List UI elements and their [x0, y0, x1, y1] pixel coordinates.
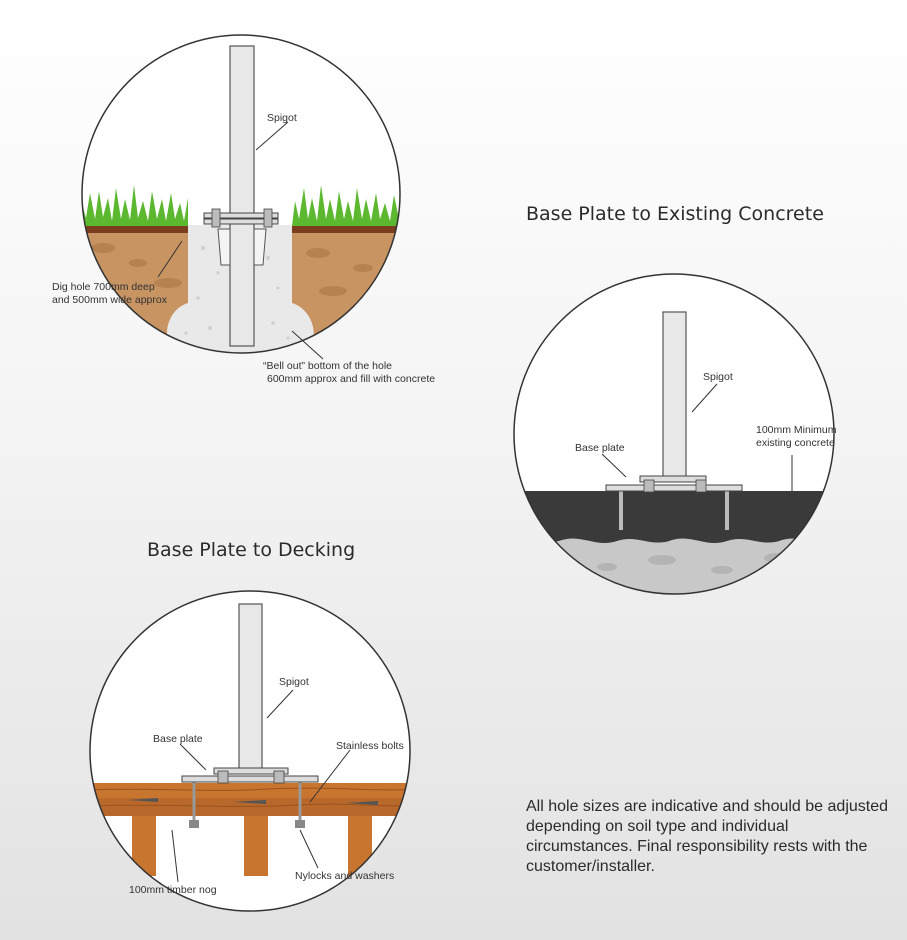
existing-concrete-slab — [514, 491, 834, 541]
label-nylocks: Nylocks and washers — [295, 870, 394, 882]
spigot-leader — [266, 689, 294, 719]
nut-left — [217, 770, 229, 784]
concrete-texture — [184, 246, 290, 340]
nylock-right — [295, 820, 305, 828]
topsoil-right — [292, 225, 400, 233]
label-spigot: Spigot — [267, 112, 297, 124]
nylocks-leader — [299, 829, 319, 869]
base-plate-leader — [601, 453, 627, 478]
label-min-line1: 100mm Minimum — [756, 424, 837, 436]
label-dig-line2: and 500mm wide approx — [52, 294, 168, 306]
decking-svg: Spigot Base plate Stainless bolts Nylock… — [89, 590, 411, 912]
wood-grain — [90, 787, 410, 807]
anchor-sleeve-right — [253, 228, 267, 266]
base-plate-top — [203, 212, 279, 219]
disclaimer-note: All hole sizes are indicative and should… — [526, 798, 889, 875]
concrete-svg: Spigot Base plate 100mm Minimum existing… — [513, 273, 837, 595]
base-plate-leader — [179, 743, 207, 771]
screws — [128, 798, 378, 805]
base-plate-lower — [605, 484, 743, 492]
base-plate-lower — [181, 775, 319, 783]
label-stainless-bolts: Stainless bolts — [336, 740, 404, 752]
circle-outline — [81, 34, 401, 354]
spigot-leader — [255, 121, 289, 151]
concrete-diagram: Spigot Base plate 100mm Minimum existing… — [512, 272, 837, 602]
joist — [90, 798, 410, 816]
in-ground-diagram: Spigot Dig hole 700mm deep and 500mm wid… — [52, 33, 435, 385]
nylock-left — [189, 820, 199, 828]
nog-leader — [171, 829, 179, 883]
label-spigot: Spigot — [703, 371, 733, 383]
nut-right — [273, 770, 285, 784]
base-plate-upper — [213, 767, 289, 775]
timber-nog-left — [132, 816, 156, 876]
dig-leader — [157, 240, 183, 278]
spigot-post — [238, 603, 263, 773]
spigot-post — [662, 311, 687, 481]
decking-heading: Base Plate to Decking — [147, 539, 356, 561]
label-dig-line1: Dig hole 700mm deep — [52, 281, 155, 293]
spigot-post — [229, 45, 255, 347]
deck-board — [90, 783, 410, 798]
slab-edge — [514, 534, 834, 544]
label-spigot: Spigot — [279, 676, 309, 688]
circle-outline — [513, 273, 835, 595]
decking-diagram: Spigot Base plate Stainless bolts Nylock… — [88, 590, 416, 915]
nut-left — [643, 479, 655, 493]
timber-nog-middle — [244, 816, 268, 876]
concrete-heading: Base Plate to Existing Concrete — [526, 203, 824, 225]
label-base-plate: Base plate — [575, 442, 625, 454]
label-bell-line2: 600mm approx and fill with concrete — [267, 373, 435, 385]
anchor-sleeve-left — [217, 228, 231, 266]
nut-right — [695, 479, 707, 493]
bolt-left — [211, 208, 221, 228]
topsoil-left — [82, 225, 188, 233]
circle-outline — [89, 590, 411, 912]
label-base-plate: Base plate — [153, 733, 203, 745]
base-plate-bottom — [203, 218, 279, 225]
label-bell-line1: “Bell out” bottom of the hole — [263, 360, 392, 372]
bell-leader — [291, 330, 324, 360]
label-timber-nog: 100mm timber nog — [129, 884, 217, 896]
bolt-right — [263, 208, 273, 228]
bolts-leader — [309, 749, 351, 803]
grass — [82, 185, 400, 226]
in-ground-svg: Spigot Dig hole 700mm deep and 500mm wid… — [52, 34, 435, 385]
base-plate-upper — [639, 475, 707, 483]
label-min-line2: existing concrete — [756, 437, 835, 449]
spigot-leader — [691, 383, 718, 413]
